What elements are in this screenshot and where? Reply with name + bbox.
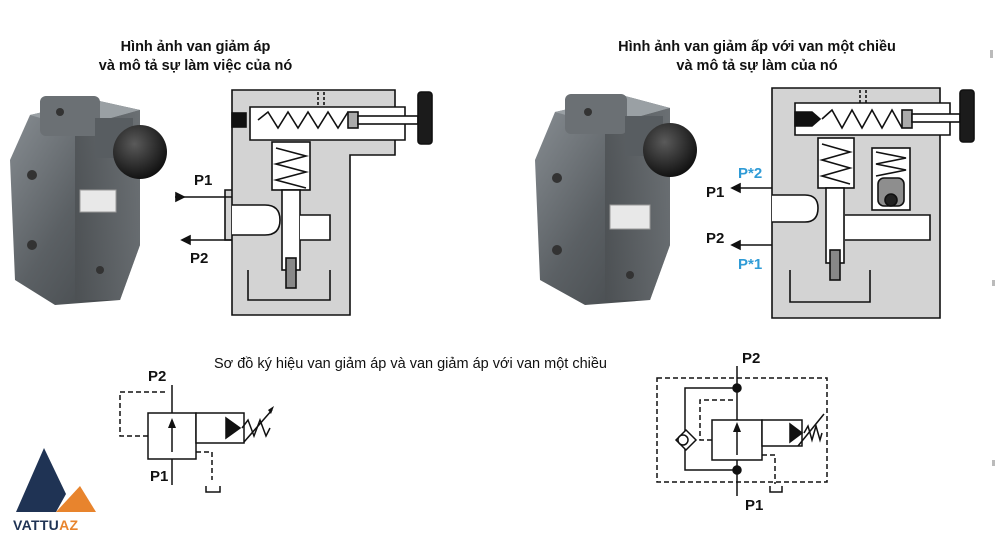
caption-top-left-line2: và mô tả sự làm việc của nó	[98, 58, 293, 74]
symbol-left-p2: P2	[148, 368, 167, 385]
edge-marks	[990, 50, 995, 466]
port-label-pstar2: P*2	[738, 165, 763, 182]
caption-symbols: Sơ đồ ký hiệu van giảm áp và van giảm áp…	[214, 356, 608, 372]
logo-text: VATTUAZ	[13, 517, 78, 533]
cross-section-right	[730, 87, 975, 319]
caption-top-left: Hình ảnh van giảm áp và mô tả sự làm việ…	[88, 38, 303, 76]
port-label-p1-right: P1	[706, 184, 725, 201]
symbol-right-p1: P1	[745, 497, 764, 514]
port-label-pstar1: P*1	[738, 256, 763, 273]
symbol-pressure-reducing-valve-with-check	[656, 366, 828, 496]
caption-top-right: Hình ảnh van giảm ấp với van một chiều v…	[592, 38, 922, 76]
valve-photo-right	[535, 94, 697, 305]
symbol-right-p2: P2	[742, 350, 761, 367]
logo-text-part2: AZ	[59, 517, 79, 533]
caption-top-right-line1: Hình ảnh van giảm ấp với van một chiều	[618, 39, 896, 55]
caption-top-right-line2: và mô tả sự làm của nó	[676, 58, 838, 74]
symbol-pressure-reducing-valve	[119, 385, 274, 493]
caption-top-left-line1: Hình ảnh van giảm áp	[120, 39, 271, 55]
port-label-p2-right: P2	[706, 230, 725, 247]
logo-text-part1: VATTU	[13, 517, 60, 533]
port-label-p2-left: P2	[190, 250, 209, 267]
vattuaz-logo	[16, 448, 96, 512]
valve-photo-left	[10, 96, 167, 305]
cross-section-left	[175, 89, 433, 316]
port-label-p1-left: P1	[194, 172, 213, 189]
symbol-left-p1: P1	[150, 468, 169, 485]
